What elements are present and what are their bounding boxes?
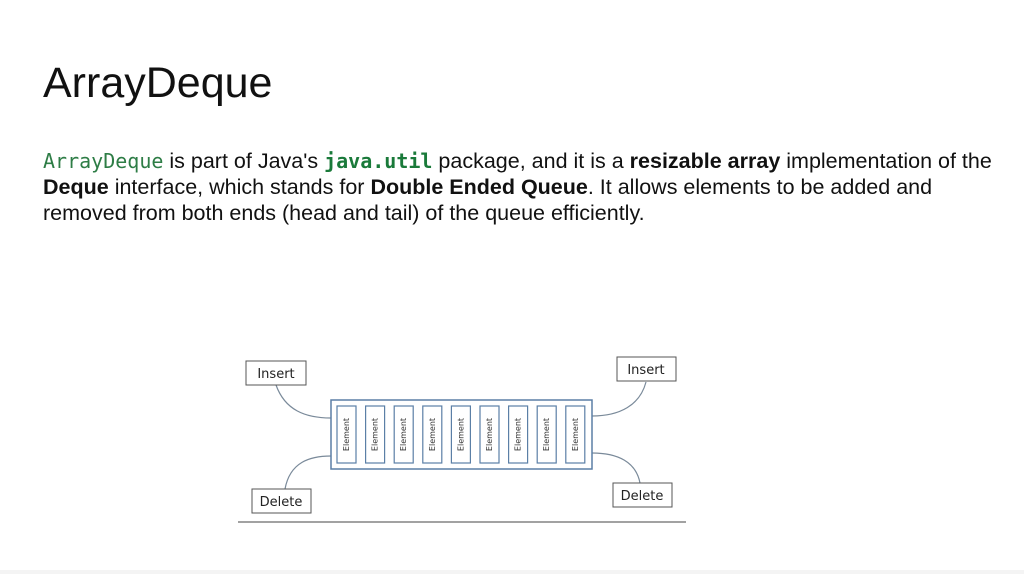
element-label: Element xyxy=(399,418,408,451)
element-label: Element xyxy=(485,418,494,451)
element-label: Element xyxy=(514,418,523,451)
delete-right-connector xyxy=(591,452,641,484)
element-label: Element xyxy=(542,418,551,451)
element-cell xyxy=(422,405,443,464)
element-cell xyxy=(508,405,529,464)
text-segment: implementation of the xyxy=(780,149,992,173)
deque-container xyxy=(330,399,593,470)
insert-left-connector xyxy=(275,384,332,419)
element-cell xyxy=(393,405,414,464)
delete-left-box xyxy=(251,488,312,514)
element-cell xyxy=(536,405,557,464)
element-cell xyxy=(565,405,586,464)
text-segment: is part of Java's xyxy=(163,149,325,173)
text-segment: package, and it is a xyxy=(432,149,630,173)
element-label: Element xyxy=(456,418,465,451)
element-cells: Element Element Element Element Element Eleme… xyxy=(336,405,586,464)
delete-left-label: Delete xyxy=(260,495,303,510)
description-paragraph: ArrayDeque is part of Java's java.util p… xyxy=(43,148,993,226)
arraydeque-code: ArrayDeque xyxy=(43,149,164,173)
slide-bottom-strip xyxy=(0,570,1024,574)
element-cell xyxy=(365,405,386,464)
java-util-code: java.util xyxy=(324,149,433,173)
delete-right-label: Delete xyxy=(621,489,664,504)
text-segment: . It allows elements to be added and rem… xyxy=(43,175,933,225)
element-cell xyxy=(479,405,500,464)
element-cell xyxy=(450,405,471,464)
insert-left-label: Insert xyxy=(257,367,294,382)
delete-right-box xyxy=(612,482,673,508)
text-segment: interface, which stands for xyxy=(108,175,371,199)
insert-right-connector xyxy=(591,381,647,417)
double-ended-queue-term: Double Ended Queue xyxy=(370,175,588,199)
insert-right-label: Insert xyxy=(627,363,664,378)
element-cell xyxy=(336,405,357,464)
slide-title: ArrayDeque xyxy=(43,59,273,107)
delete-left-connector xyxy=(284,455,332,490)
element-label: Element xyxy=(342,418,351,451)
insert-right-box xyxy=(616,356,677,382)
insert-left-box xyxy=(245,360,307,386)
deque-term: Deque xyxy=(43,175,109,199)
element-label: Element xyxy=(571,418,580,451)
element-label: Element xyxy=(428,418,437,451)
resizable-array-term: resizable array xyxy=(629,149,781,173)
element-label: Element xyxy=(371,418,380,451)
